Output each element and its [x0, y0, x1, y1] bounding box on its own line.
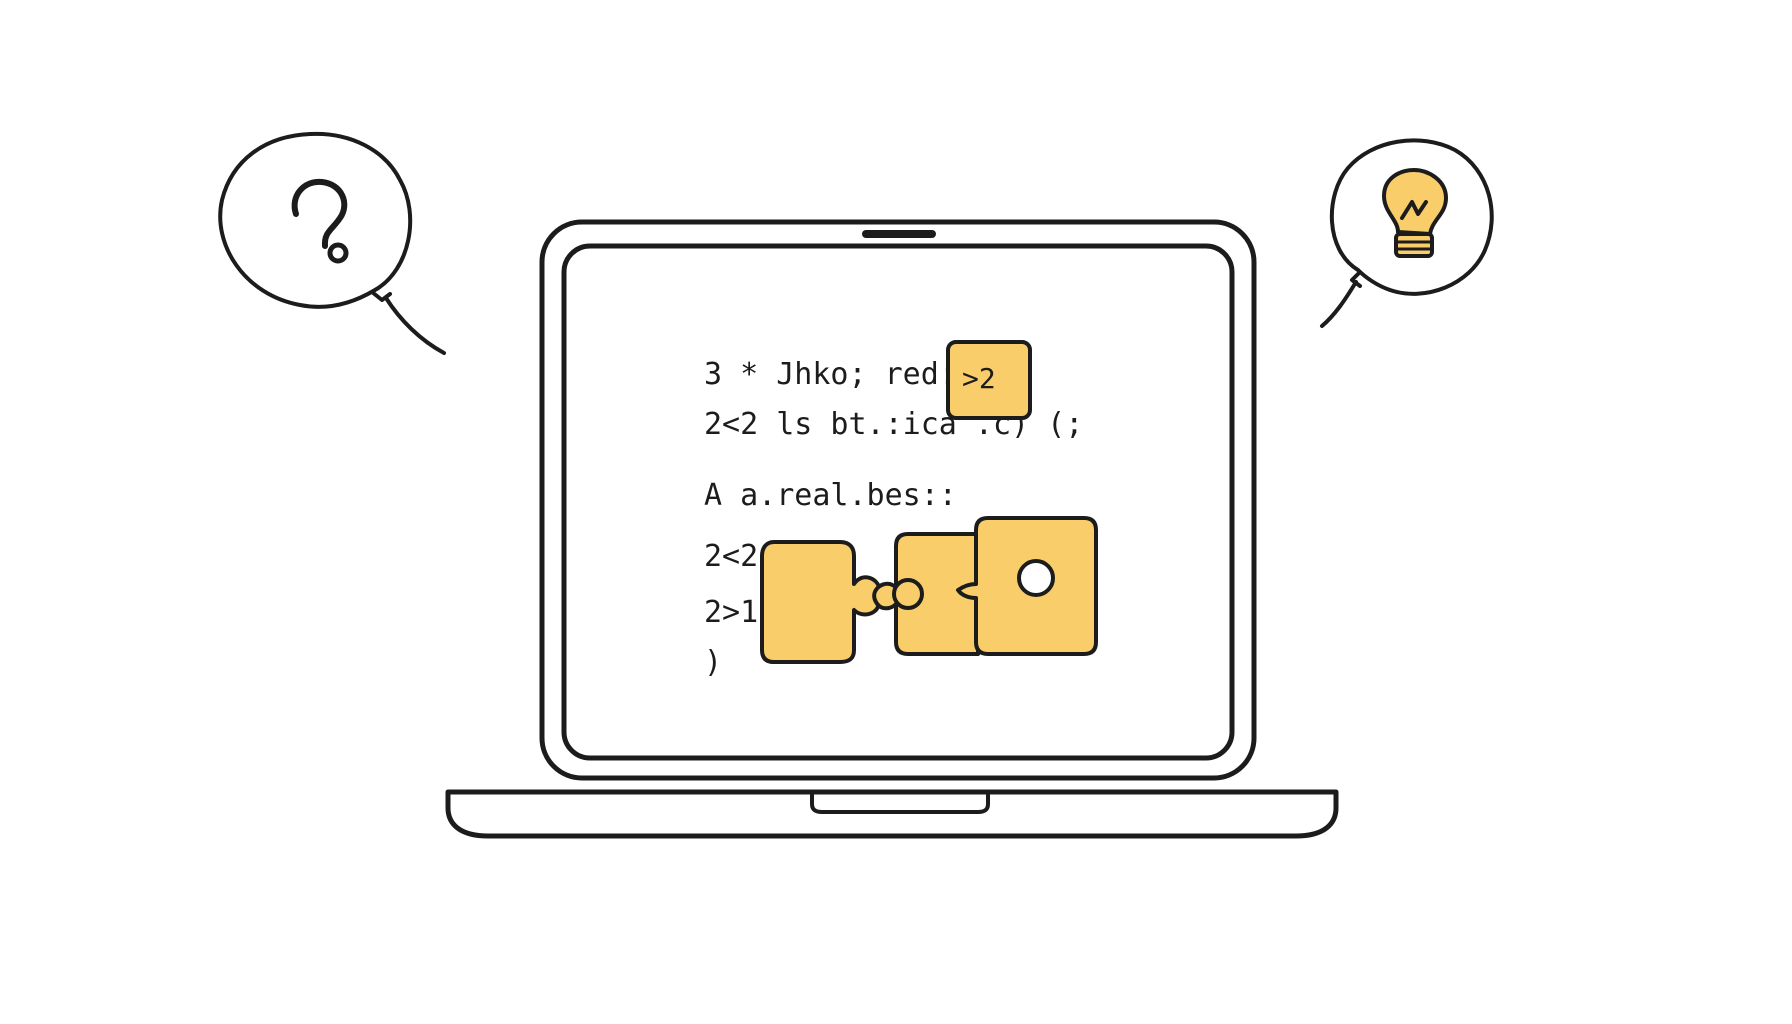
code-tile: >2 [946, 340, 1032, 420]
laptop [445, 219, 1339, 839]
code-line-6: ) [704, 645, 722, 680]
laptop-notch [810, 792, 990, 814]
lightbulb-icon [1382, 168, 1448, 258]
code-line-4: 2<2 [704, 539, 758, 574]
code-line-1: 3 * Jhko; red: [704, 357, 957, 392]
question-bubble [218, 131, 446, 355]
puzzle-piece-middle [872, 532, 980, 656]
code-tile-label: >2 [962, 362, 996, 395]
code-block: 3 * Jhko; red: 2<2 ls bt.:ica .c) (; A a… [704, 357, 1083, 680]
question-mark-icon [291, 178, 349, 264]
lightbulb-glass [1382, 168, 1448, 236]
puzzle-piece-left [760, 540, 883, 664]
puzzle-hole [1017, 559, 1055, 597]
laptop-camera [862, 230, 936, 238]
code-line-5: 2>1 [704, 595, 758, 630]
puzzle-knob [892, 578, 924, 610]
puzzle-piece-icon [760, 516, 1098, 664]
lightbulb-base [1394, 232, 1434, 258]
idea-bubble [1320, 138, 1494, 328]
code-line-3: A a.real.bes:: [704, 478, 957, 513]
